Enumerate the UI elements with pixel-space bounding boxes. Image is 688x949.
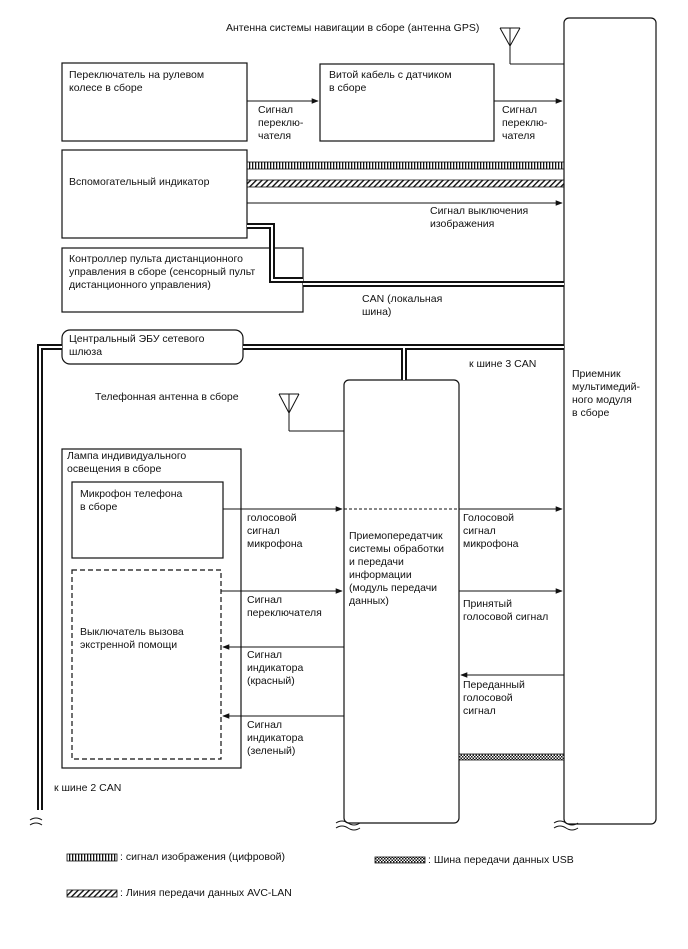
image-off-label: Сигнал выключения изображения: [430, 205, 529, 230]
gateway-ecu-label: Центральный ЭБУ сетевого шлюза: [69, 333, 205, 358]
lamp-assembly-label: Лампа индивидуального освещения в сборе: [67, 450, 187, 475]
transmitted-voice-label: Переданный голосовой сигнал: [463, 679, 525, 717]
mic-voice-label-2: Голосовой сигнал микрофона: [463, 512, 519, 550]
phone-antenna-icon: [278, 393, 344, 432]
gps-antenna-label: Антенна системы навигации в сборе (антен…: [226, 22, 480, 34]
received-voice-label: Принятый голосовой сигнал: [463, 598, 549, 623]
legend-avc-swatch: [66, 889, 118, 898]
legend-digital-swatch: [66, 853, 118, 862]
aux-indicator-label: Вспомогательный индикатор: [69, 176, 210, 188]
digital-image-line: [246, 161, 565, 170]
multimedia-receiver-box: [563, 17, 657, 825]
mic-voice-label-1: голосовой сигнал микрофона: [247, 512, 303, 550]
remote-controller-label: Контроллер пульта дистанционного управле…: [69, 253, 256, 291]
signal-lines: [221, 98, 564, 719]
can-local-label: CAN (локальная шина): [362, 293, 443, 318]
spiral-cable-label: Витой кабель с датчиком в сборе: [329, 69, 452, 94]
aux-indicator-box: [61, 149, 248, 239]
emergency-switch-label: Выключатель вызова экстренной помощи: [80, 626, 184, 651]
break-marks: [29, 817, 579, 831]
switch-signal-label-3: Сигнал переключателя: [247, 594, 322, 619]
steering-switch-label: Переключатель на рулевом колесе в сборе: [69, 69, 205, 94]
to-can2-label: к шине 2 CAN: [54, 782, 122, 794]
microphone-box: [71, 481, 224, 559]
multimedia-receiver-label: Приемник мультимедий- ного модуля в сбор…: [572, 368, 640, 419]
switch-signal-label-2: Сигнал переклю- чателя: [502, 104, 548, 142]
indicator-red-label: Сигнал индикатора (красный): [247, 649, 304, 687]
can-bus-lines: [37, 223, 564, 810]
switch-signal-label-1: Сигнал переклю- чателя: [258, 104, 304, 142]
legend-avc-label: : Линия передачи данных AVC-LAN: [120, 887, 292, 899]
legend-usb-label: : Шина передачи данных USB: [428, 854, 574, 866]
phone-antenna-label: Телефонная антенна в сборе: [95, 391, 239, 403]
avc-lan-line: [246, 179, 565, 188]
remote-controller-box: [61, 247, 304, 313]
emergency-switch-box: [71, 569, 222, 760]
gps-antenna-icon: [499, 27, 564, 65]
legend-digital-label: : сигнал изображения (цифровой): [120, 851, 286, 863]
microphone-label: Микрофон телефона в сборе: [80, 488, 183, 513]
spiral-cable-box: [319, 63, 495, 142]
dcm-label: Приемопередатчик системы обработки и пер…: [349, 530, 445, 607]
legend-usb-swatch: [374, 856, 426, 864]
indicator-green-label: Сигнал индикатора (зеленый): [247, 719, 304, 757]
to-can3-label: к шине 3 CAN: [469, 358, 537, 370]
usb-bus-line: [458, 753, 565, 761]
steering-switch-box: [61, 62, 248, 142]
